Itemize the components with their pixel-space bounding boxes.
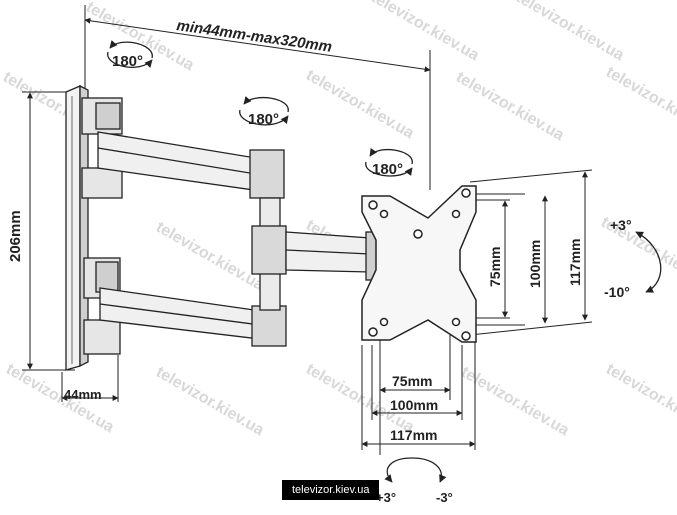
watermark-text: televizor.kiev.ua [513, 0, 627, 64]
watermark-text: televizor.kiev.ua [153, 364, 267, 440]
watermark-text: televizor.kiev.ua [453, 69, 567, 145]
vertical-75-label: 75mm [487, 247, 503, 287]
head-joint-rotation-label: 180° [372, 161, 403, 178]
arm-range-label: min44mm-max320mm [175, 17, 333, 56]
horizontal-100-label: 100mm [390, 397, 438, 413]
upper-arm [81, 97, 285, 239]
wall-depth-label: 44mm [64, 387, 102, 402]
tilt-down-label: -10° [604, 284, 630, 300]
vertical-100-label: 100mm [527, 240, 543, 288]
wall-joint-rotation-label: 180° [112, 53, 143, 70]
watermarks: televizor.kiev.ua televizor.kiev.ua tele… [0, 0, 677, 439]
watermark-text: televizor.kiev.ua [368, 0, 482, 64]
swivel-right-label: -3° [436, 490, 453, 505]
swivel-left-label: +3° [376, 490, 396, 505]
vertical-117-label: 117mm [567, 239, 583, 286]
middle-joint-rotation-label: 180° [248, 111, 279, 128]
watermark-text: televizor.kiev.ua [603, 64, 677, 140]
vesa-plate [361, 185, 477, 343]
watermark-text: televizor.kiev.ua [153, 219, 267, 295]
watermark-text: televizor.kiev.ua [303, 67, 417, 143]
height-label: 206mm [7, 210, 24, 262]
dimension-lines [22, 5, 593, 455]
lower-arm [83, 257, 287, 355]
rotation-arcs [107, 40, 662, 483]
watermark-text: televizor.kiev.ua [603, 361, 677, 437]
middle-arm [251, 225, 379, 281]
horizontal-117-label: 117mm [390, 427, 437, 443]
horizontal-75-label: 75mm [392, 373, 432, 389]
tilt-up-label: +3° [610, 217, 632, 233]
source-caption: televizor.kiev.ua [282, 480, 380, 500]
